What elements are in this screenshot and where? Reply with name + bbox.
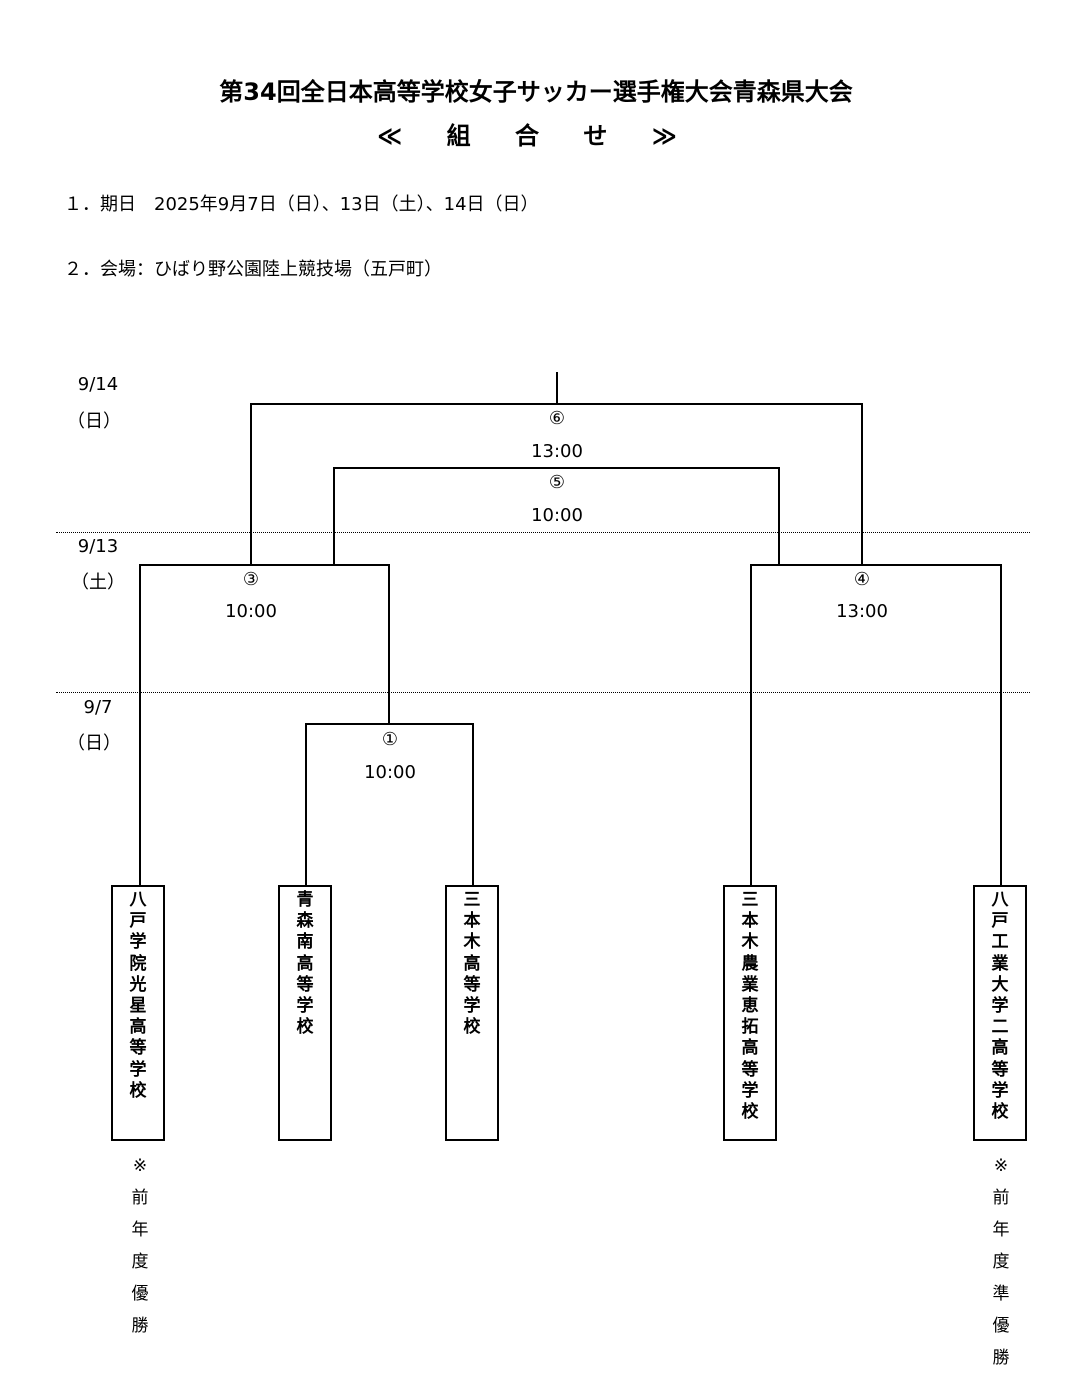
- match4-time: 13:00: [836, 601, 888, 622]
- match4-number: ④: [853, 569, 871, 590]
- match6-number: ⑥: [548, 408, 566, 429]
- day-label-sep13: （土）: [71, 572, 125, 593]
- venue-info: ２．会場：ひばり野公園陸上競技場（五戸町）: [64, 259, 442, 280]
- day-divider-2: [56, 692, 1030, 693]
- team-name: 八戸工業大学二高等学校: [991, 890, 1009, 1123]
- previous-champion-note: ※前年度優勝: [131, 1156, 149, 1336]
- match6-bracket: [250, 403, 863, 565]
- match4-bracket: [750, 564, 1002, 885]
- schedule-info: １．期日 2025年9月7日（日）、13日（土）、14日（日）: [64, 194, 539, 215]
- match1-bracket: [305, 723, 474, 885]
- team-name: 三本木高等学校: [463, 890, 481, 1038]
- day-label-sep14: （日）: [67, 411, 121, 432]
- match5-time: 10:00: [531, 505, 583, 526]
- date-label-sep14: 9/14: [77, 374, 119, 395]
- team-box-3: 三本木高等学校: [445, 885, 499, 1141]
- previous-runner-up-note: ※前年度準優勝: [992, 1156, 1010, 1368]
- team-name: 八戸学院光星高等学校: [129, 890, 147, 1101]
- team-box-2: 青森南高等学校: [278, 885, 332, 1141]
- day-divider-1: [56, 532, 1030, 533]
- match3-time: 10:00: [225, 601, 277, 622]
- team-name: 青森南高等学校: [296, 890, 314, 1038]
- page-subtitle: ≪ 組 合 せ ≫: [377, 122, 695, 150]
- team-name: 三本木農業恵拓高等学校: [741, 890, 759, 1123]
- match3-bracket: [139, 564, 390, 885]
- team-box-1: 八戸学院光星高等学校: [111, 885, 165, 1141]
- day-label-sep7: （日）: [67, 733, 121, 754]
- match6-time: 13:00: [531, 441, 583, 462]
- match3-number: ③: [242, 569, 260, 590]
- date-label-sep13: 9/13: [77, 536, 119, 557]
- match1-time: 10:00: [364, 762, 416, 783]
- match5-bracket: [333, 467, 780, 565]
- date-label-sep7: 9/7: [83, 697, 113, 718]
- team-box-5: 八戸工業大学二高等学校: [973, 885, 1027, 1141]
- match1-number: ①: [381, 729, 399, 750]
- team-box-4: 三本木農業恵拓高等学校: [723, 885, 777, 1141]
- match5-number: ⑤: [548, 472, 566, 493]
- page-title: 第34回全日本高等学校女子サッカー選手権大会青森県大会: [219, 78, 853, 106]
